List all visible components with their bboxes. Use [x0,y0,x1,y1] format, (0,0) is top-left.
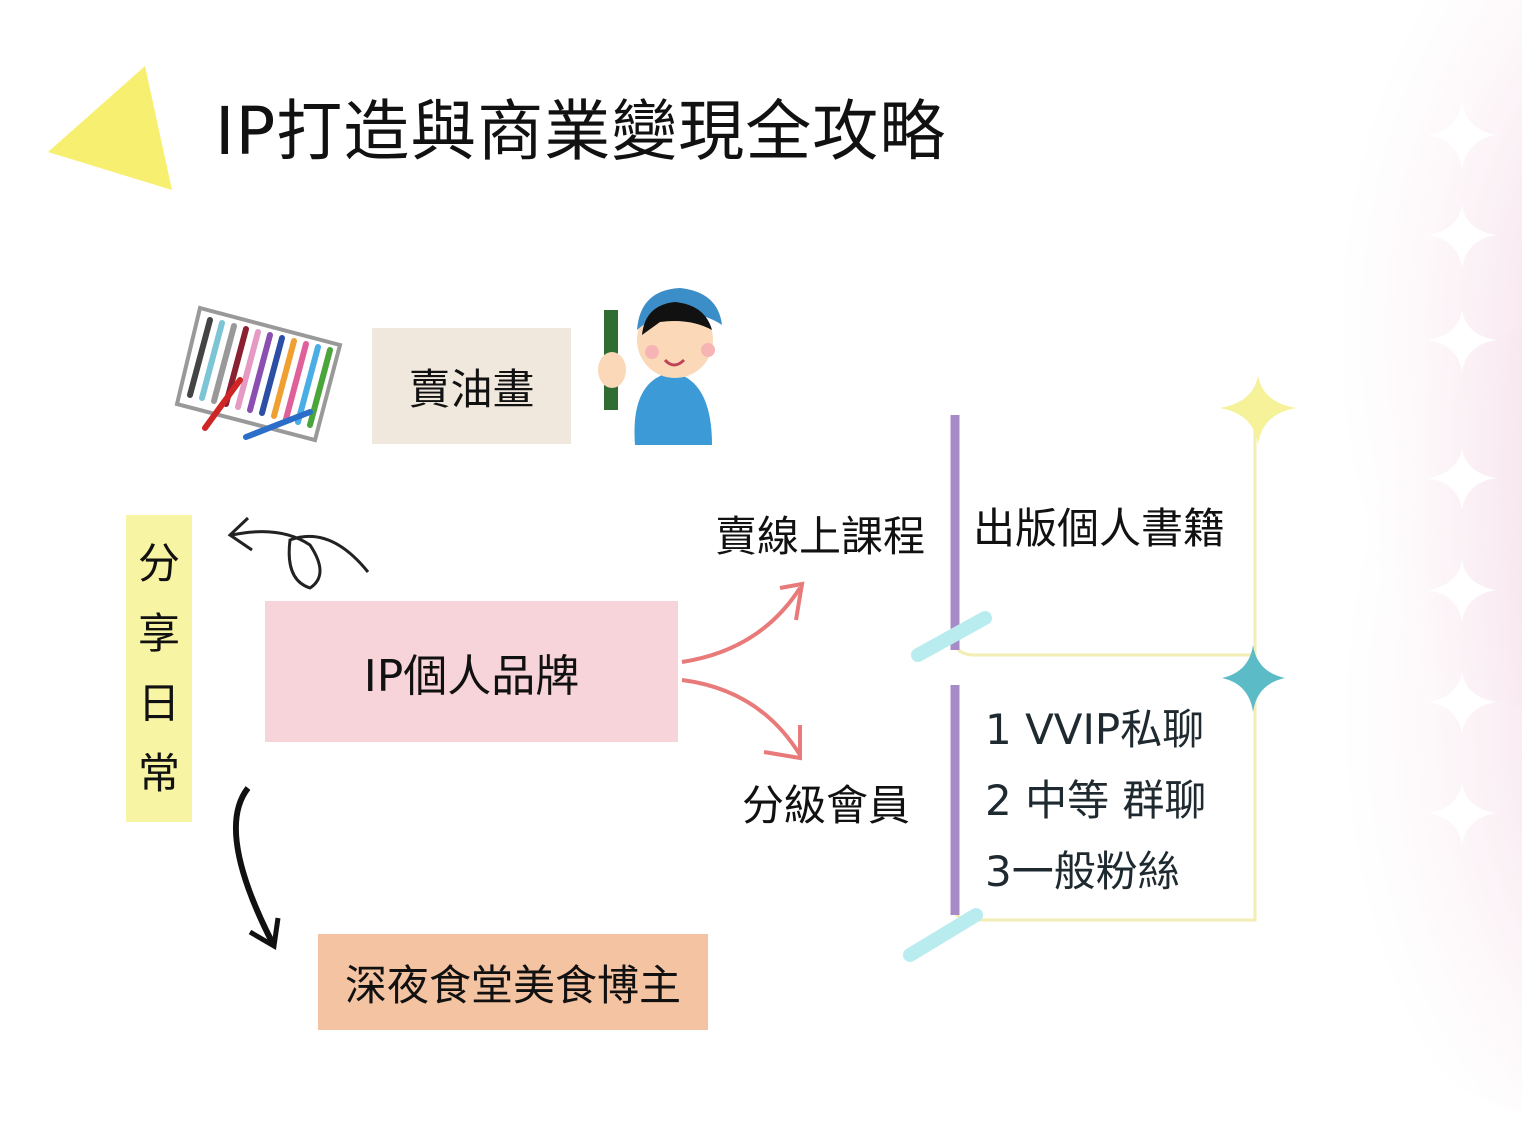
node-online-course: 賣線上課程 [715,512,926,561]
node-oil-painting: 賣油畫 [372,328,571,444]
branch-arrows [681,581,805,761]
page-title: IP打造與商業變現全攻略 [215,93,947,170]
curly-arrow-icon [231,530,370,590]
sparkle-icon [1428,560,1496,622]
node-tiered-membership: 分級會員 [742,781,911,830]
artist-boy-illustration [598,288,722,445]
bracket-upper [911,375,1296,662]
node-publish-book: 出版個人書籍 [973,504,1226,553]
sparkle-teal-icon [1222,645,1285,712]
tier-item: 1 VVIP私聊 [985,705,1205,754]
bracket-lower [903,645,1285,962]
share-char: 享 [137,608,180,658]
sparkle-yellow-icon [1220,375,1296,445]
tier-item: 2 中等 群聊 [985,776,1207,825]
pink-background-blob [1280,327,1522,1113]
sparkle-icon [1428,310,1496,372]
arrow-to-online-course [681,586,802,664]
sparkle-icon [1428,672,1496,734]
colored-pencils-icon [174,305,343,443]
node-ip-brand: IP個人品牌 [265,601,678,742]
share-char: 日 [137,678,180,728]
sparkle-column [1428,100,1496,845]
sparkle-icon [1428,783,1496,845]
yellow-triangle-icon [48,66,172,190]
membership-tier-list: 1 VVIP私聊 2 中等 群聊 3一般粉絲 [985,694,1206,907]
tier-item: 3一般粉絲 [985,847,1180,896]
node-food-blogger: 深夜食堂美食博主 [318,934,708,1030]
share-char: 常 [137,748,180,798]
sparkle-icon [1428,205,1496,268]
sparkle-icon [1428,100,1496,170]
sparkle-icon [1428,448,1496,510]
node-share-daily: 分 享 日 常 [126,515,192,822]
share-char: 分 [137,538,180,588]
arrow-to-membership [681,678,802,757]
down-arrow-icon [232,786,275,944]
